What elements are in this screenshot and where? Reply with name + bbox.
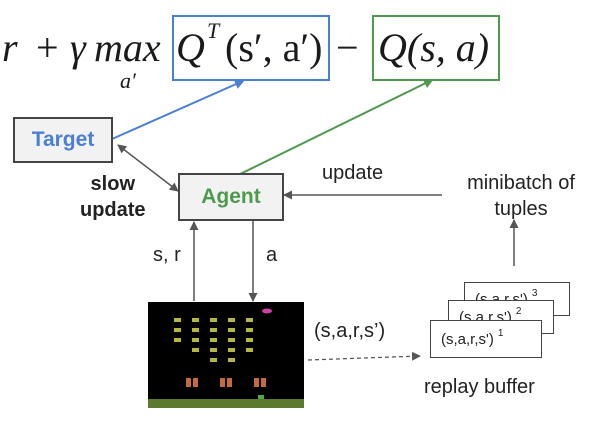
atari-space-invaders-game-icon <box>148 308 304 408</box>
minibatch-line1: minibatch of <box>467 172 575 194</box>
equation-max: max <box>94 25 161 70</box>
agent-q-box <box>372 15 500 81</box>
minibatch-line2: tuples <box>494 198 548 220</box>
equation-target-q-args: (s′, a′) <box>225 25 323 70</box>
replay-buffer-label: replay buffer <box>424 376 535 398</box>
replay-tuple-1-text: (s,a,r,s') <box>441 330 494 348</box>
slow-update-arrow <box>117 144 179 192</box>
replay-tuple-1-index: 1 <box>497 327 504 339</box>
equation-minus: − <box>336 25 359 70</box>
target-network-node: Target <box>13 117 113 163</box>
equation-target-q-superscript: T <box>207 18 220 43</box>
agent-label: Agent <box>201 185 261 208</box>
state-reward-label: s, r <box>153 244 181 266</box>
target-label: Target <box>31 128 95 151</box>
equation-plus: + <box>36 25 59 70</box>
slow-update-line2: update <box>80 199 146 221</box>
equation-target-q: Q <box>176 25 205 70</box>
action-label: a <box>266 244 278 266</box>
slow-update-line1: slow <box>90 173 135 195</box>
replay-buffer-stack: (s,a,r,s')3 (s,a,r,s')2 (s,a,r,s')1 <box>420 282 580 362</box>
target-q-box <box>172 15 330 81</box>
transition-label: (s,a,r,s’) <box>314 320 386 342</box>
replay-tuple-1: (s,a,r,s')1 <box>430 320 542 358</box>
bellman-equation: r + γ max a′ Q T (s′, a′) − Q(s, a) <box>0 0 607 100</box>
equation-agent-q: Q(s, a) <box>378 25 490 70</box>
transition-arrow <box>307 351 421 361</box>
update-label: update <box>322 162 384 184</box>
equation-max-subscript: a′ <box>120 68 136 93</box>
slow-update-label: slow update <box>80 171 146 223</box>
replay-tuple-3-index: 3 <box>531 287 538 299</box>
minibatch-label: minibatch of tuples <box>446 170 596 222</box>
equation-reward: r <box>2 25 18 70</box>
replay-tuple-2-index: 2 <box>515 305 522 317</box>
target-to-qt-arrow <box>111 79 245 140</box>
environment-game-screen <box>148 302 304 408</box>
agent-to-q-arrow <box>231 79 434 179</box>
equation-gamma: γ <box>70 25 86 70</box>
agent-network-node: Agent <box>178 173 284 221</box>
